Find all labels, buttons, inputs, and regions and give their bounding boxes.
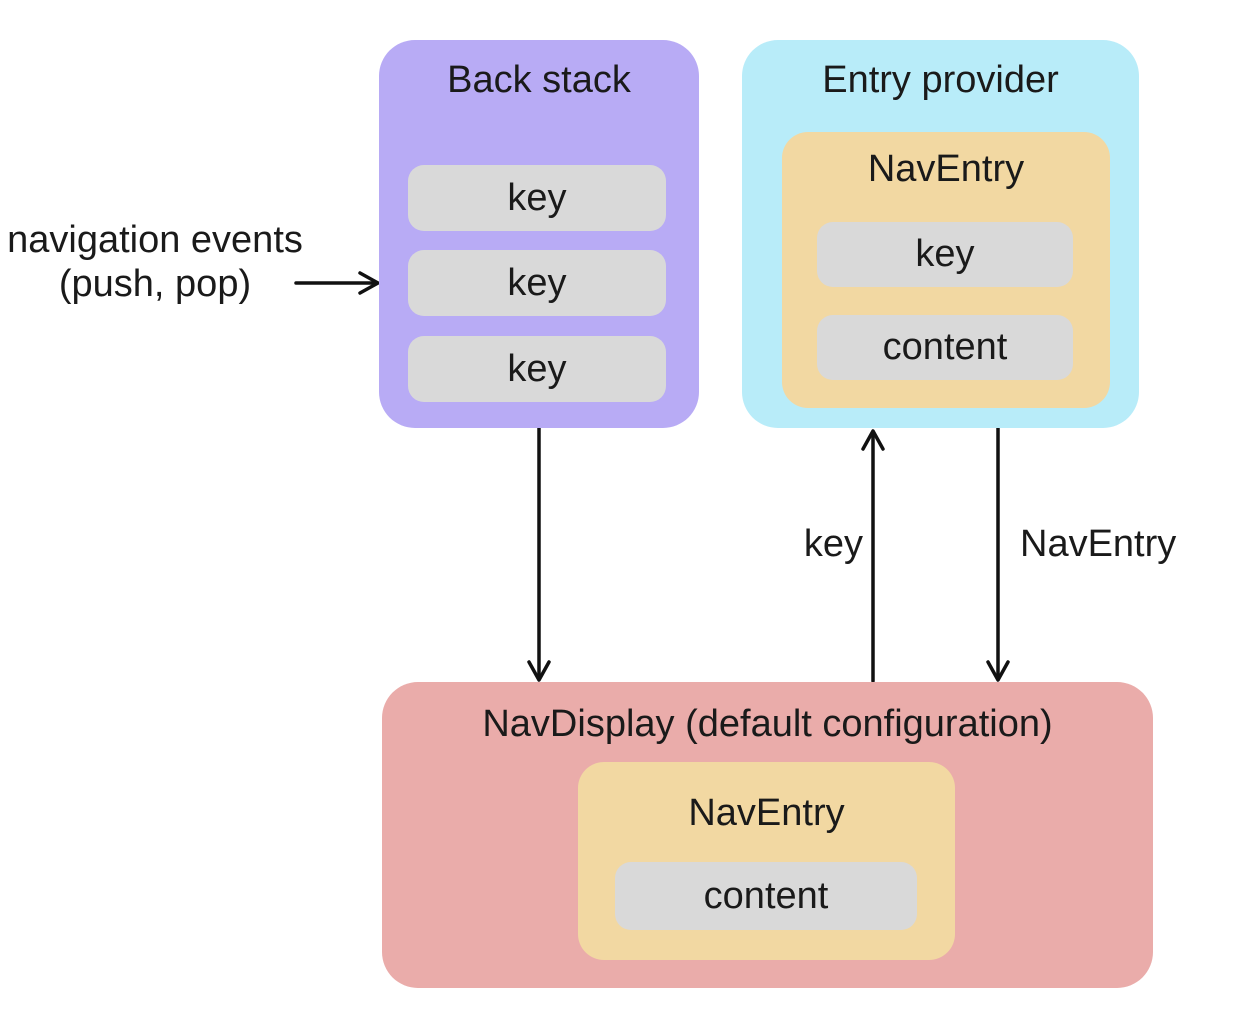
nav-display-title: NavDisplay (default configuration) (482, 703, 1053, 745)
arrow-backstack-to-navdisplay (527, 426, 551, 682)
back-stack-box: Back stack key key key (379, 40, 699, 428)
nav-display-naventry-box: NavEntry content (578, 762, 955, 960)
naventry-key-pill: key (817, 222, 1073, 287)
back-stack-title: Back stack (447, 59, 631, 101)
back-stack-key-pill: key (408, 250, 666, 316)
naventry-arrow-label: NavEntry (1020, 523, 1177, 565)
naventry-content-pill: content (817, 315, 1073, 380)
nav-display-box: NavDisplay (default configuration) NavEn… (382, 682, 1153, 988)
arrow-key-up (861, 429, 885, 683)
back-stack-key-pill: key (408, 165, 666, 231)
navigation-events-label: navigation events (push, pop) (4, 218, 306, 306)
key-arrow-label: key (803, 523, 863, 565)
entry-provider-naventry-title: NavEntry (867, 148, 1025, 190)
entry-provider-box: Entry provider NavEntry key content (742, 40, 1139, 428)
arrow-nav-events-to-backstack (294, 271, 380, 295)
entry-provider-title: Entry provider (822, 59, 1059, 101)
naventry-content-pill: content (615, 862, 917, 930)
entry-provider-naventry-box: NavEntry key content (782, 132, 1110, 408)
arrow-naventry-down (986, 426, 1010, 682)
nav-display-naventry-title: NavEntry (688, 792, 845, 834)
back-stack-key-pill: key (408, 336, 666, 402)
navigation-events-line1: navigation events (7, 219, 303, 261)
navigation-events-line2: (push, pop) (58, 263, 252, 305)
